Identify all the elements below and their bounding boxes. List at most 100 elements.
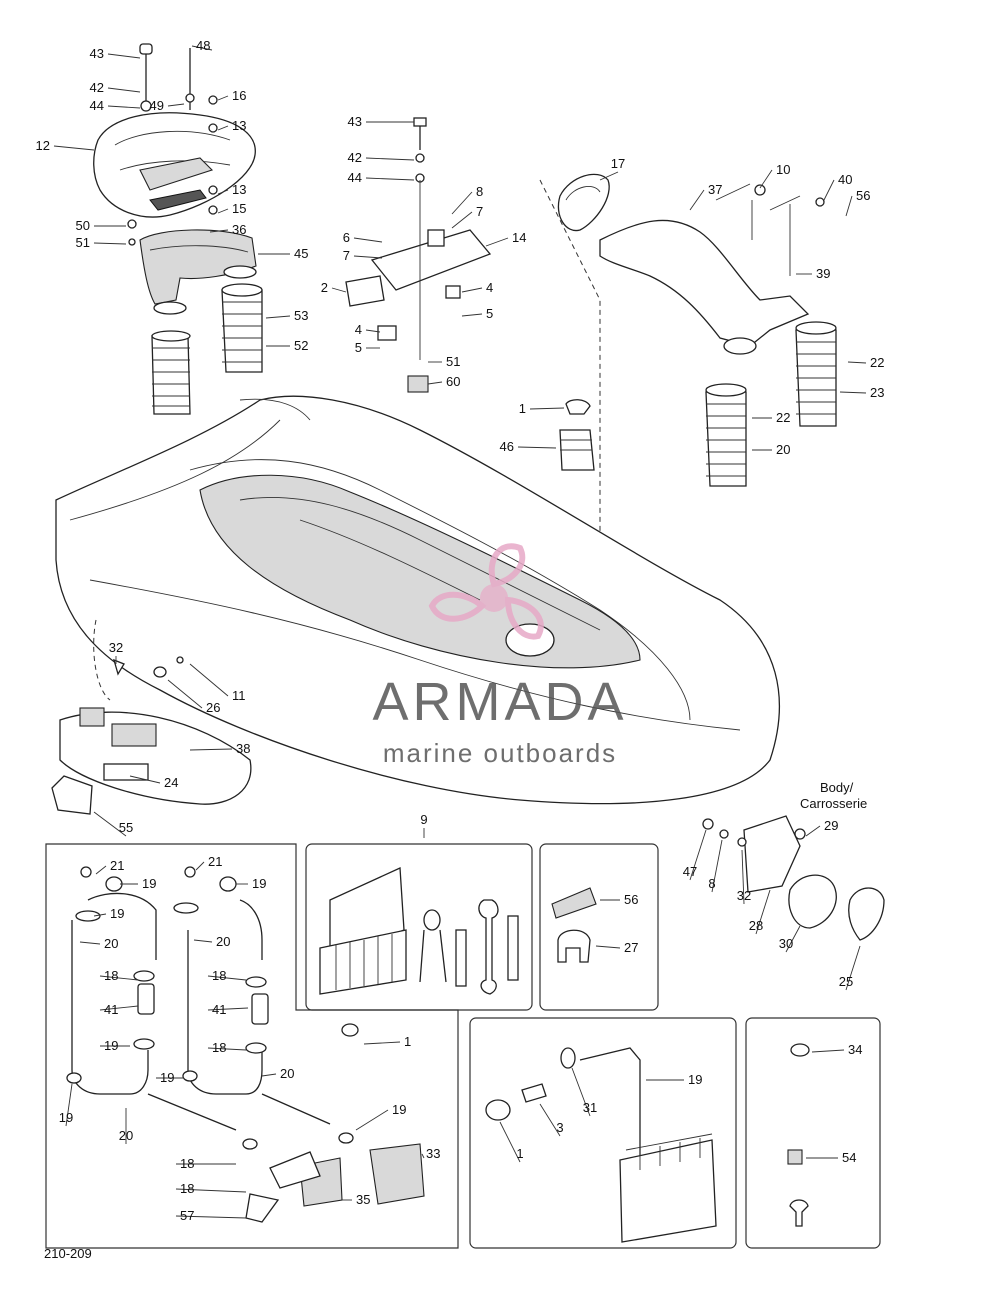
- callout-leader: [847, 361, 867, 364]
- watermark-brand: ARMADA: [372, 672, 627, 732]
- callout-leader: [355, 1109, 389, 1131]
- callout-label: 55: [119, 820, 133, 835]
- callout-leader: [839, 391, 867, 394]
- callout-label: 1: [404, 1034, 411, 1049]
- callout-label: 19: [688, 1072, 702, 1087]
- callout-label: 34: [848, 1042, 862, 1057]
- callout-leader: [167, 103, 185, 107]
- callout-label: 41: [212, 1002, 226, 1017]
- callout-label: 49: [150, 98, 164, 113]
- callout-label: 28: [749, 918, 763, 933]
- callout-leader: [107, 53, 141, 59]
- callout-label: 5: [355, 340, 362, 355]
- callout-leader: [193, 939, 213, 943]
- callout-label: 57: [180, 1208, 194, 1223]
- callout-label: 35: [356, 1192, 370, 1207]
- callout-leader: [741, 849, 745, 905]
- callout-label: 24: [164, 775, 178, 790]
- callout-leader: [217, 125, 229, 131]
- callout-leader: [79, 941, 101, 945]
- callout-leader: [485, 237, 509, 247]
- callout-leader: [191, 45, 213, 51]
- watermark-tagline: marine outboards: [383, 738, 617, 768]
- callout-label: 40: [838, 172, 852, 187]
- front-cover-assembly: [51, 619, 252, 815]
- callout-leader: [107, 105, 141, 109]
- callout-leader: [217, 189, 229, 195]
- callout-leader: [107, 87, 141, 93]
- body-parts-group: [702, 815, 885, 941]
- callout-label: 48: [196, 38, 210, 53]
- callout-label: 17: [611, 156, 625, 171]
- callout-label: 2: [321, 280, 328, 295]
- battery-box: [469, 1017, 737, 1249]
- callout-label: 19: [142, 876, 156, 891]
- tool-kit-box: [305, 843, 533, 1011]
- callout-label: 30: [779, 936, 793, 951]
- callout-leader: [95, 865, 107, 875]
- callout-leader: [805, 825, 821, 837]
- callout-label: 43: [90, 46, 104, 61]
- armada-watermark: ARMADA marine outboards: [372, 543, 627, 768]
- callout-leader: [353, 255, 383, 259]
- callout-label: 8: [708, 876, 715, 891]
- callout-leader: [711, 839, 723, 893]
- callout-label: 3: [556, 1120, 563, 1135]
- callout-leader: [595, 945, 621, 949]
- callout-leader: [93, 811, 127, 837]
- callout-leader: [451, 191, 473, 215]
- callout-label: 19: [160, 1070, 174, 1085]
- callout-leader: [207, 975, 247, 981]
- callout-leader: [175, 1188, 247, 1193]
- callout-label: 8: [476, 184, 483, 199]
- callout-label: 14: [512, 230, 526, 245]
- callout-leader: [517, 446, 557, 449]
- callout-label: 18: [180, 1181, 194, 1196]
- callout-leader: [499, 1121, 521, 1163]
- callout-leader: [353, 237, 383, 243]
- callout-leader: [217, 95, 229, 101]
- callout-label: 19: [392, 1102, 406, 1117]
- body-label-line2: Carrosserie: [800, 796, 867, 811]
- callout-label: 1: [519, 401, 526, 416]
- callout-label: 45: [294, 246, 308, 261]
- callout-label: 7: [476, 204, 483, 219]
- callout-label: 18: [212, 1040, 226, 1055]
- callout-label: 42: [348, 150, 362, 165]
- callout-leader: [189, 663, 229, 697]
- callout-label: 27: [624, 940, 638, 955]
- callout-label: 4: [355, 322, 362, 337]
- callout-label: 53: [294, 308, 308, 323]
- callout-leader: [365, 157, 415, 161]
- callout-label: 13: [232, 118, 246, 133]
- callout-leader: [195, 861, 205, 871]
- intake-tube-assembly: [539, 173, 837, 650]
- callout-leader: [363, 1041, 401, 1045]
- callout-leader: [427, 381, 443, 385]
- callout-label: 19: [252, 876, 266, 891]
- callout-leader: [365, 177, 415, 181]
- small-parts-box: [745, 1017, 881, 1249]
- callout-leader: [689, 829, 707, 881]
- callout-leader: [65, 1083, 73, 1127]
- callout-label: 20: [280, 1066, 294, 1081]
- callout-leader: [99, 1005, 139, 1011]
- callout-leader: [845, 945, 861, 991]
- callout-label: 18: [180, 1156, 194, 1171]
- callout-leader: [189, 748, 233, 751]
- callout-label: 44: [90, 98, 104, 113]
- callout-leader: [175, 1215, 247, 1219]
- callout-label: 15: [232, 201, 246, 216]
- callout-label: 25: [839, 974, 853, 989]
- callout-label: 29: [824, 818, 838, 833]
- callout-label: 9: [420, 812, 427, 827]
- bracket-assembly: [345, 117, 492, 393]
- callout-label: 37: [708, 182, 722, 197]
- callout-label: 23: [870, 385, 884, 400]
- callout-label: 4: [486, 280, 493, 295]
- callout-label: 52: [294, 338, 308, 353]
- callout-leader: [759, 169, 773, 189]
- callout-label: 12: [36, 138, 50, 153]
- callout-label: 38: [236, 741, 250, 756]
